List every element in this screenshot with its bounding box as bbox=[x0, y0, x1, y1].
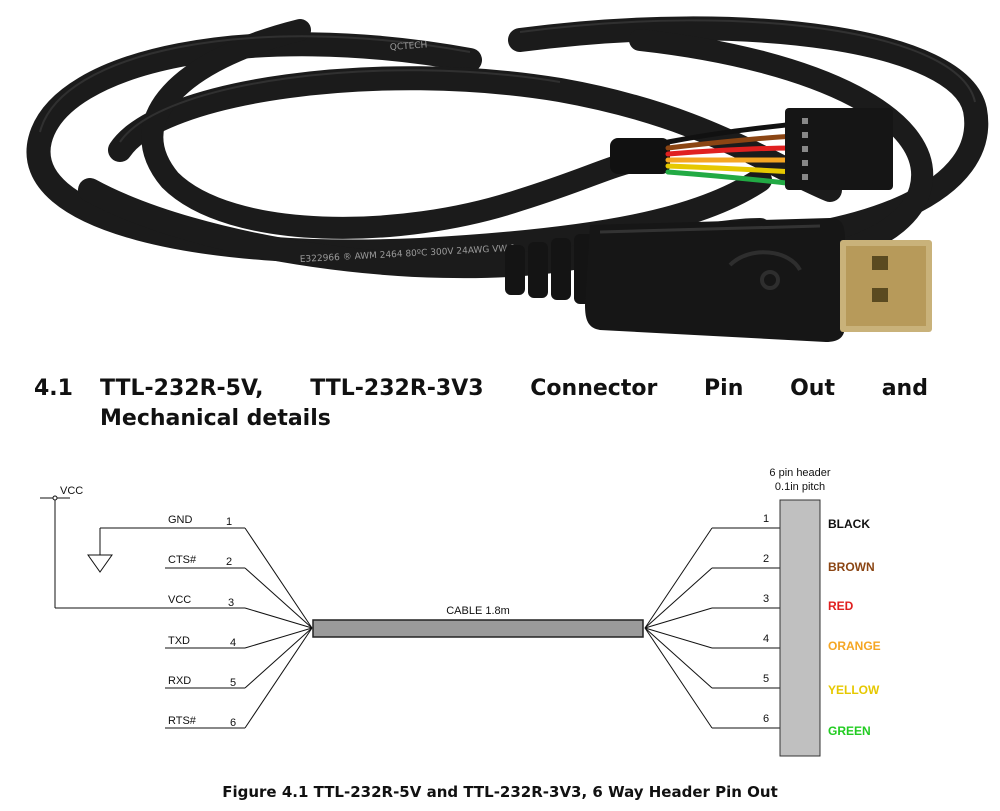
signal-pin: 3 bbox=[228, 597, 234, 609]
signal-name: RTS# bbox=[168, 715, 197, 727]
signal-pin: 5 bbox=[230, 677, 236, 689]
wire-color-label: ORANGE bbox=[828, 639, 881, 653]
pinout-diagram: VCC 6 pin header 0.1in pitch CABLE 1.8m … bbox=[40, 467, 881, 757]
wire-color-label: YELLOW bbox=[828, 683, 880, 697]
signal-pin: 2 bbox=[226, 556, 232, 568]
signal-pin: 4 bbox=[230, 637, 236, 649]
wire-color-label: RED bbox=[828, 599, 854, 613]
section-title-line-1: TTL-232R-5V, TTL-232R-3V3 Connector Pin … bbox=[100, 374, 928, 404]
heading-word: and bbox=[881, 376, 928, 401]
heading-word: TTL-232R-3V3 bbox=[310, 376, 484, 401]
header-pin-number: 6 bbox=[763, 713, 769, 725]
heading-word: TTL-232R-5V, bbox=[100, 376, 264, 401]
heading-word: Out bbox=[790, 376, 835, 401]
heading-word: Connector bbox=[530, 376, 658, 401]
signal-name: GND bbox=[168, 514, 193, 526]
signal-name: CTS# bbox=[168, 554, 197, 566]
signal-pin: 6 bbox=[230, 717, 236, 729]
signal-name: RXD bbox=[168, 675, 191, 687]
heading-word: Pin bbox=[704, 376, 744, 401]
figure-caption: Figure 4.1 TTL-232R-5V and TTL-232R-3V3,… bbox=[222, 783, 778, 801]
header-label: 0.1in pitch bbox=[775, 481, 825, 493]
cable-body bbox=[312, 619, 644, 638]
header-label: 6 pin header bbox=[769, 467, 830, 479]
cable-print: QCTECH bbox=[390, 40, 428, 53]
section-number: 4.1 bbox=[34, 376, 73, 401]
pin-header bbox=[779, 499, 821, 757]
vcc-rail-label: VCC bbox=[60, 485, 83, 497]
wire-color-label: BROWN bbox=[828, 560, 875, 574]
signal-name: TXD bbox=[168, 635, 190, 647]
header-pin-number: 2 bbox=[763, 553, 769, 565]
header-pin-number: 4 bbox=[763, 633, 769, 645]
header-pin-number: 5 bbox=[763, 673, 769, 685]
signal-name: VCC bbox=[168, 594, 191, 606]
cable-photo: QCTECH E322966 ® AWM 2464 80ºC 300V 24AW… bbox=[26, 16, 989, 342]
signal-pin: 1 bbox=[226, 516, 232, 528]
wire-color-label: BLACK bbox=[828, 517, 870, 531]
section-title-line-2: Mechanical details bbox=[100, 406, 331, 431]
cable-label: CABLE 1.8m bbox=[446, 605, 510, 617]
header-pin-number: 1 bbox=[763, 513, 769, 525]
header-pin-number: 3 bbox=[763, 593, 769, 605]
wire-color-label: GREEN bbox=[828, 724, 871, 738]
